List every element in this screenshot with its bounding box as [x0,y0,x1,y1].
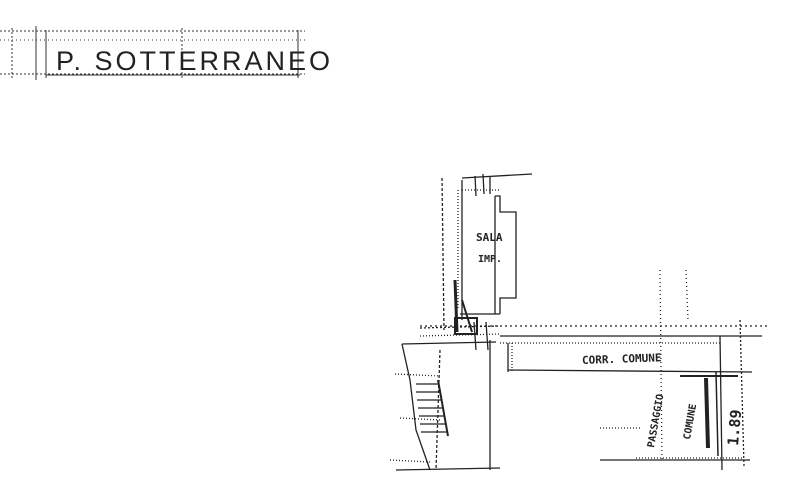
passage-label-1: PASSAGGIO [646,393,666,448]
page-title: P. SOTTERRANEO [56,46,333,76]
upper-room-label-2: IMP. [478,254,502,265]
corridor [420,269,770,471]
height-mark-label: 1.89 [724,409,745,447]
corridor-label: CORR. COMUNE [582,351,662,367]
title-block [0,26,305,80]
upper-room [441,173,533,335]
passage-label-2: COMUNE [682,403,699,440]
upper-room-label-1: SALA [476,231,503,244]
stair-room [389,321,501,471]
